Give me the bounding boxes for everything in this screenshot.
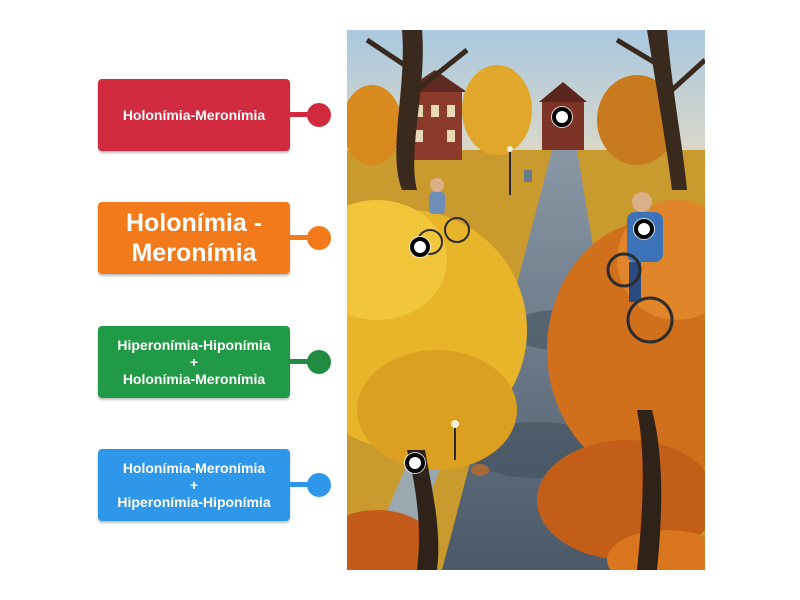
label-3-connector bbox=[288, 359, 310, 364]
drop-target-marker-4[interactable] bbox=[405, 453, 425, 473]
draggable-label-1[interactable]: Holonímia-Meronímia bbox=[98, 79, 290, 151]
drop-target-marker-1[interactable] bbox=[552, 107, 572, 127]
label-2-text-line-1: Holonímia - bbox=[125, 209, 263, 237]
draggable-label-4[interactable]: Holonímia-Meronímia + Hiperonímia-Hiponí… bbox=[98, 449, 290, 521]
drop-target-marker-2[interactable] bbox=[410, 237, 430, 257]
label-2-text-line-2: Meronímia bbox=[131, 239, 257, 267]
label-3-text-line-1: Hiperonímia-Hiponímia bbox=[117, 336, 271, 353]
drop-target-marker-3[interactable] bbox=[634, 219, 654, 239]
label-4-text-line-3: Hiperonímia-Hiponímia bbox=[117, 493, 271, 510]
draggable-label-2[interactable]: Holonímia - Meronímia bbox=[98, 202, 290, 274]
label-1-text: Holonímia-Meronímia bbox=[122, 106, 266, 123]
label-3-text-line-3: Holonímia-Meronímia bbox=[122, 370, 266, 387]
label-4-text-line-1: Holonímia-Meronímia bbox=[122, 459, 266, 476]
label-4-connector bbox=[288, 482, 310, 487]
label-4-pin-knob[interactable] bbox=[307, 473, 331, 497]
label-1-connector bbox=[288, 112, 310, 117]
label-4-text-line-2: + bbox=[189, 476, 199, 493]
label-2-connector bbox=[288, 235, 310, 240]
draggable-label-3[interactable]: Hiperonímia-Hiponímia + Holonímia-Meroní… bbox=[98, 326, 290, 398]
label-3-pin-knob[interactable] bbox=[307, 350, 331, 374]
label-3-text-line-2: + bbox=[189, 353, 199, 370]
label-2-pin-knob[interactable] bbox=[307, 226, 331, 250]
label-1-pin-knob[interactable] bbox=[307, 103, 331, 127]
autumn-park-painting bbox=[347, 30, 705, 570]
scene-illustration bbox=[347, 30, 705, 570]
